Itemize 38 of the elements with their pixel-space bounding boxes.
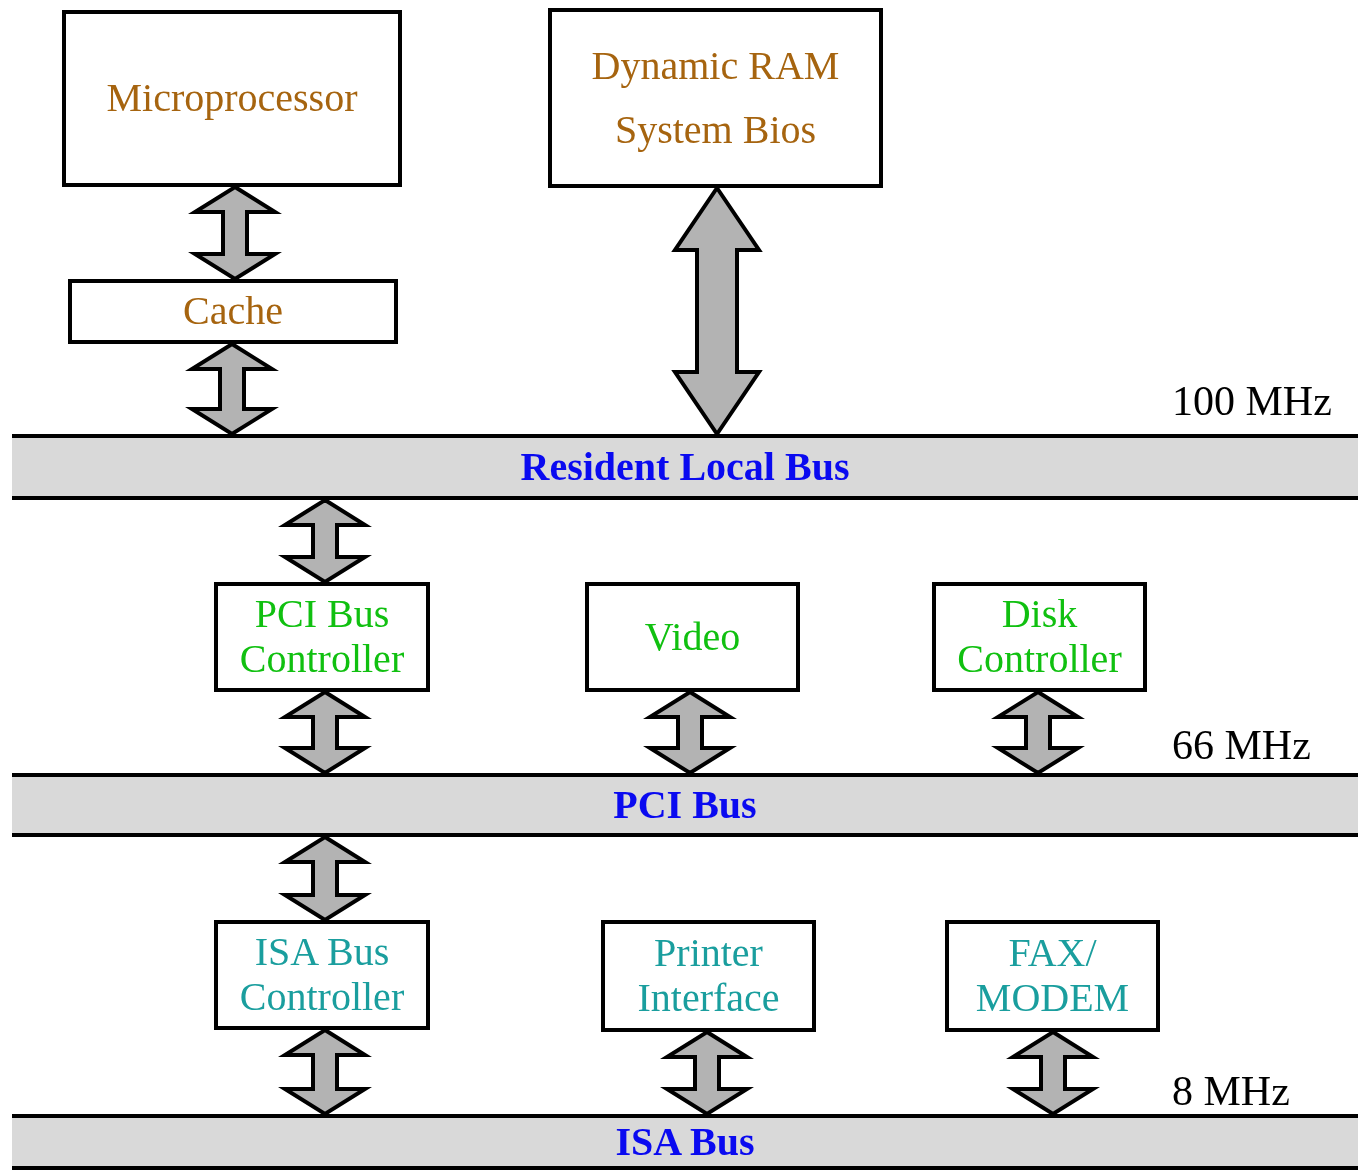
bus-band [12,434,1358,500]
component-label: ISA Bus Controller [238,930,406,1020]
double-arrow [185,341,279,437]
component-box [68,279,398,344]
component-label: Disk Controller [956,592,1123,682]
component-box [585,582,800,692]
component-label: Cache [183,289,283,334]
bus-label: PCI Bus [613,785,757,825]
component-box [601,920,816,1032]
component-label: FAX/ MODEM [974,931,1131,1021]
frequency-label: 66 MHz [1172,721,1311,770]
component-box [214,582,430,692]
component-label: Dynamic RAM [591,42,840,90]
double-arrow [278,689,372,776]
bus-label: ISA Bus [615,1122,755,1162]
component-box [945,920,1160,1032]
component-label: PCI Bus Controller [238,592,406,682]
double-arrow [660,1029,754,1117]
component-label: System Bios [614,106,817,154]
bus-band [12,1114,1358,1170]
double-arrow [278,1027,372,1117]
component-label: Video [644,614,741,660]
double-arrow [278,497,372,585]
component-label: Printer Interface [636,931,781,1021]
double-arrow [991,689,1085,776]
component-box [62,10,402,187]
bus-label: Resident Local Bus [520,447,850,487]
double-arrow [188,184,282,282]
double-arrow [278,834,372,923]
double-arrow [643,689,737,776]
bus-band [12,773,1358,837]
double-arrow [1006,1029,1100,1117]
component-box [214,920,430,1030]
frequency-label: 100 MHz [1172,377,1332,426]
component-box [932,582,1147,692]
component-label: Microprocessor [106,76,358,121]
component-box [548,8,883,188]
frequency-label: 8 MHz [1172,1067,1290,1116]
